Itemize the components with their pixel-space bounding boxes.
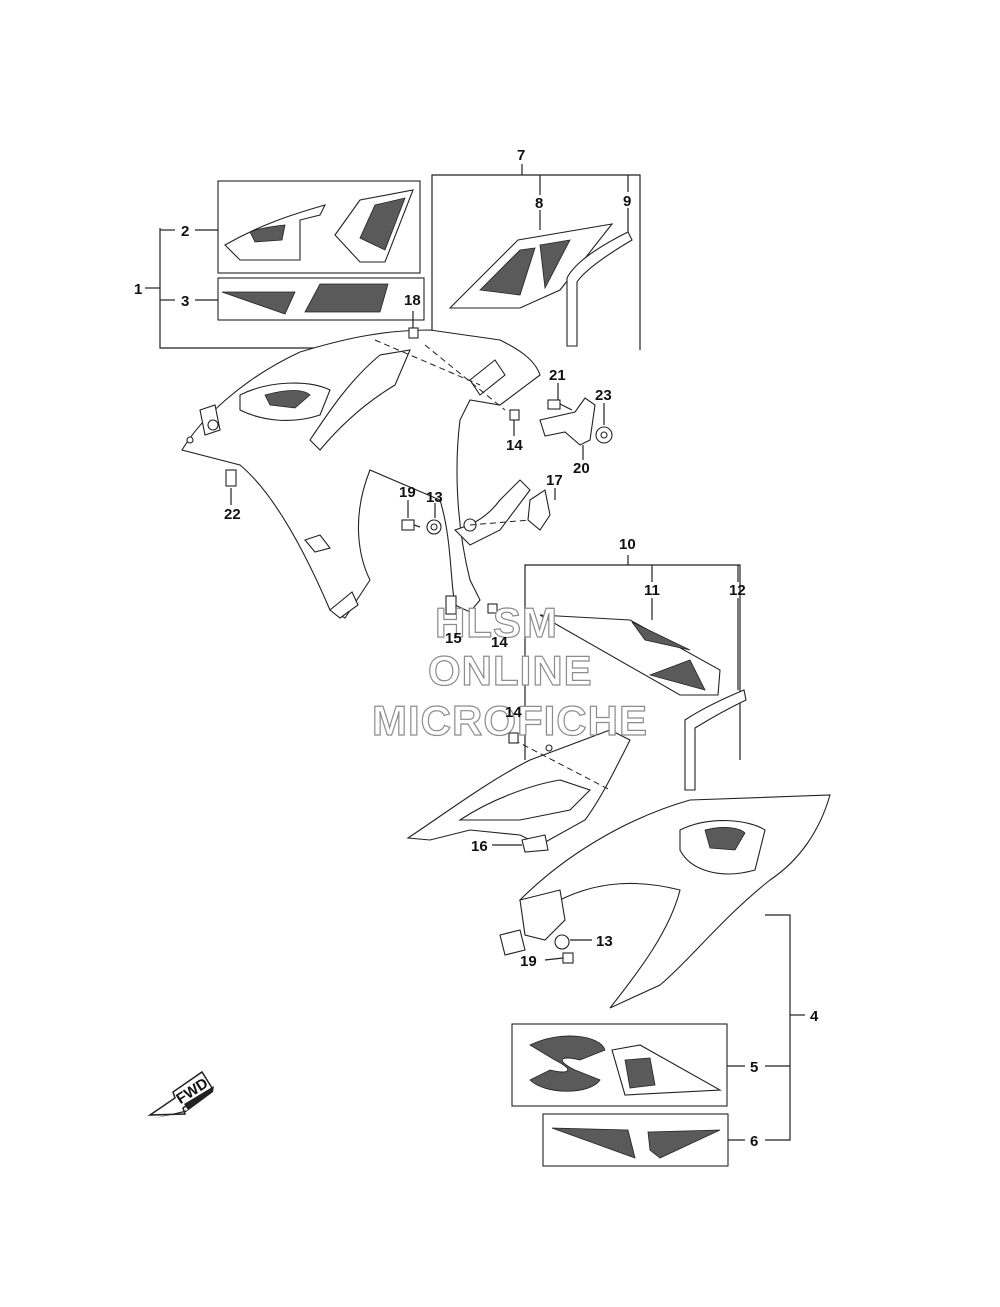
callout-19-top[interactable]: 19 — [399, 484, 416, 501]
decal-box-6[interactable] — [542, 1113, 745, 1167]
box-group-10[interactable] — [524, 555, 747, 791]
bracket-20[interactable] — [539, 397, 596, 460]
callout-labels: 1 2 3 7 8 9 18 21 23 14 20 17 19 13 22 1… — [134, 147, 819, 1150]
fwd-arrow-icon: FWD — [147, 1070, 214, 1118]
bracket-group-1 — [145, 228, 378, 349]
clip-22[interactable] — [225, 469, 237, 505]
callout-14-mid[interactable]: 14 — [491, 634, 508, 651]
nut-13-bottom[interactable] — [554, 934, 592, 950]
upper-cowling-part[interactable] — [181, 329, 541, 619]
callout-5[interactable]: 5 — [750, 1059, 758, 1076]
watermark-line1: HLSM — [435, 599, 558, 646]
callout-22[interactable]: 22 — [224, 506, 241, 523]
decal-box-3[interactable] — [217, 277, 425, 321]
screw-19-bottom[interactable] — [544, 952, 574, 964]
callout-12[interactable]: 12 — [729, 582, 746, 599]
callout-18[interactable]: 18 — [404, 292, 421, 309]
watermark-line3: MICROFICHE — [372, 697, 648, 744]
decal-box-2[interactable] — [217, 180, 421, 274]
box-group-7[interactable] — [431, 164, 641, 350]
inner-panel-part[interactable] — [406, 729, 631, 846]
bracket-16[interactable] — [492, 834, 549, 853]
decal-box-5[interactable] — [511, 1023, 745, 1107]
callout-17[interactable]: 17 — [546, 472, 563, 489]
callout-8[interactable]: 8 — [535, 195, 543, 212]
callout-4[interactable]: 4 — [810, 1008, 819, 1025]
callout-14-top[interactable]: 14 — [506, 437, 523, 454]
callout-14-bottom[interactable]: 14 — [505, 704, 522, 721]
callout-21[interactable]: 21 — [549, 367, 566, 384]
callout-10[interactable]: 10 — [619, 536, 636, 553]
callout-20[interactable]: 20 — [573, 460, 590, 477]
callout-13-bottom[interactable]: 13 — [596, 933, 613, 950]
callout-1[interactable]: 1 — [134, 281, 142, 298]
callout-9[interactable]: 9 — [623, 193, 631, 210]
callout-11[interactable]: 11 — [644, 582, 660, 599]
callout-13-top[interactable]: 13 — [426, 489, 443, 506]
nut-23[interactable] — [595, 403, 613, 444]
screw-19-top[interactable] — [401, 500, 421, 531]
bracket-17[interactable] — [527, 488, 556, 531]
bracket-group-4 — [765, 914, 805, 1141]
screw-21[interactable] — [547, 383, 573, 411]
lower-cowling-part[interactable] — [499, 794, 831, 1009]
watermark-line2: ONLINE — [428, 647, 593, 694]
nut-13-top[interactable] — [426, 503, 442, 535]
watermark: HLSM ONLINE MICROFICHE — [371, 598, 648, 744]
screw-18[interactable] — [408, 311, 419, 339]
screw-14-mid[interactable] — [487, 603, 498, 614]
callout-7[interactable]: 7 — [517, 147, 525, 164]
callout-2[interactable]: 2 — [181, 223, 189, 240]
clip-15[interactable] — [445, 595, 457, 615]
screw-14-top[interactable] — [509, 409, 520, 436]
callout-3[interactable]: 3 — [181, 293, 189, 310]
screw-14-bottom[interactable] — [508, 732, 519, 744]
callout-19-bottom[interactable]: 19 — [520, 953, 537, 970]
callout-16[interactable]: 16 — [471, 838, 488, 855]
callout-15[interactable]: 15 — [445, 630, 462, 647]
callout-23[interactable]: 23 — [595, 387, 612, 404]
callout-6[interactable]: 6 — [750, 1133, 758, 1150]
